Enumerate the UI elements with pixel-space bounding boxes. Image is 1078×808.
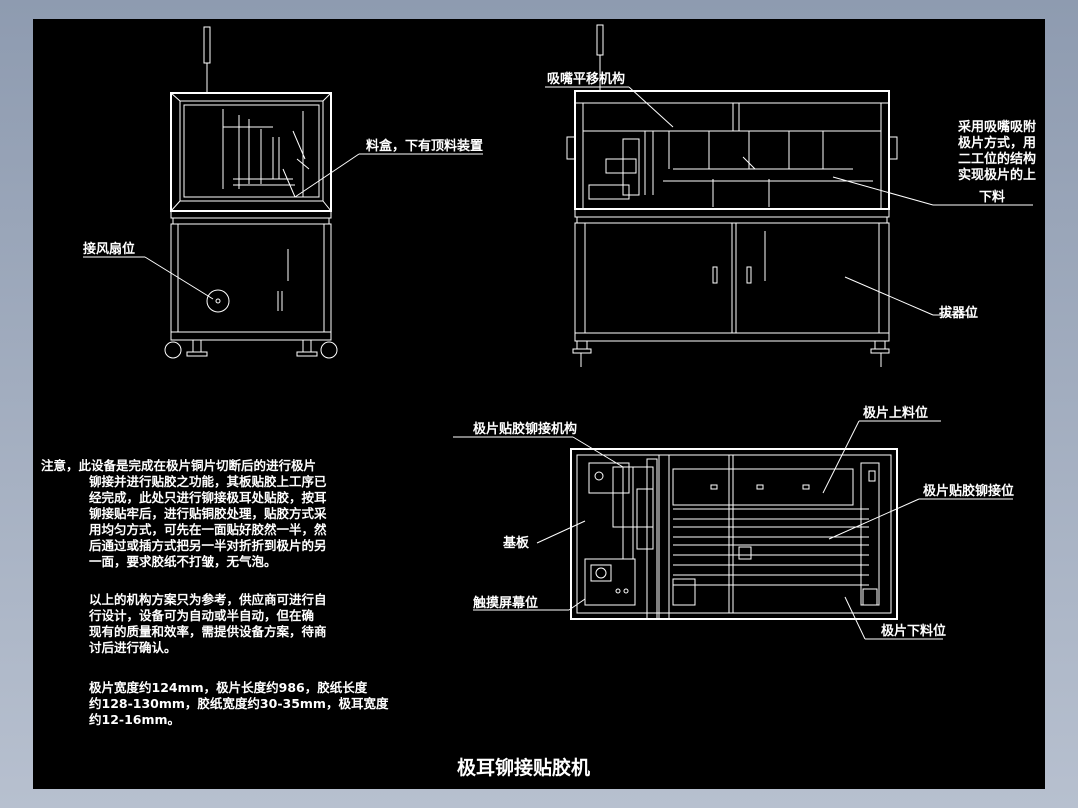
label-plan-base: 基板 — [502, 535, 530, 551]
label-side-right-3: 二工位的结构 — [958, 151, 1036, 167]
note-line: 现有的质量和效率，需提供设备方案，待商 — [89, 624, 327, 639]
label-plan-screen: 触摸屏幕位 — [472, 595, 538, 611]
note-line: 约12-16mm。 — [89, 712, 180, 727]
drawing-title: 极耳铆接贴胶机 — [457, 756, 590, 779]
label-plan-top-left: 极片贴胶铆接机构 — [473, 421, 577, 437]
label-side-right-2: 极片方式，用 — [958, 135, 1036, 151]
plan-view — [453, 420, 1013, 640]
note-line: 注意，此设备是完成在极片铜片切断后的进行极片 — [41, 458, 316, 473]
label-side-top: 吸嘴平移机构 — [547, 71, 625, 87]
note-line: 一面，要求胶纸不打皱，无气泡。 — [89, 554, 277, 569]
note-line: 以上的机构方案只为参考，供应商可进行自 — [89, 592, 327, 607]
note-line: 用均匀方式，可先在一面贴好胶然一半，然 — [88, 522, 327, 537]
note-line: 经完成，此处只进行铆接极耳处贴胶，按耳 — [89, 490, 327, 505]
label-side-right-5: 下料 — [979, 189, 1005, 205]
label-front-fan: 接风扇位 — [83, 241, 135, 257]
cad-drawing: 料盒，下有顶料装置 接风扇位 吸嘴平移机构 采用吸嘴吸附 极片方式，用 二工位的… — [41, 24, 1036, 779]
note-line: 铆接并进行贴胶之功能，其板贴胶上工序已 — [89, 474, 327, 489]
label-plan-top-right: 极片上料位 — [863, 405, 928, 421]
label-side-cabinet: 拔器位 — [939, 305, 978, 321]
label-plan-bottom: 极片下料位 — [881, 623, 946, 639]
label-side-right-1: 采用吸嘴吸附 — [957, 119, 1036, 135]
note-line: 铆接贴牢后，进行贴铜胶处理，贴胶方式采 — [89, 506, 327, 521]
label-side-right-4: 实现极片的上 — [958, 167, 1036, 183]
label-front-top: 料盒，下有顶料装置 — [366, 138, 483, 154]
note-line: 行设计，设备可为自动或半自动，但在确 — [88, 608, 314, 623]
note-line: 后通过或插方式把另一半对折折到极片的另 — [89, 538, 327, 553]
label-plan-right: 极片贴胶铆接位 — [923, 483, 1014, 499]
notes-block: 注意，此设备是完成在极片铜片切断后的进行极片 铆接并进行贴胶之功能，其板贴胶上工… — [41, 458, 389, 727]
note-line: 极片宽度约124mm，极片长度约986，胶纸长度 — [89, 680, 368, 695]
note-line: 讨后进行确认。 — [89, 640, 177, 655]
note-line: 约128-130mm，胶纸宽度约30-35mm，极耳宽度 — [89, 696, 389, 711]
front-view — [83, 26, 483, 359]
drawing-canvas[interactable]: 料盒，下有顶料装置 接风扇位 吸嘴平移机构 采用吸嘴吸附 极片方式，用 二工位的… — [33, 19, 1045, 789]
side-view — [545, 24, 1033, 367]
